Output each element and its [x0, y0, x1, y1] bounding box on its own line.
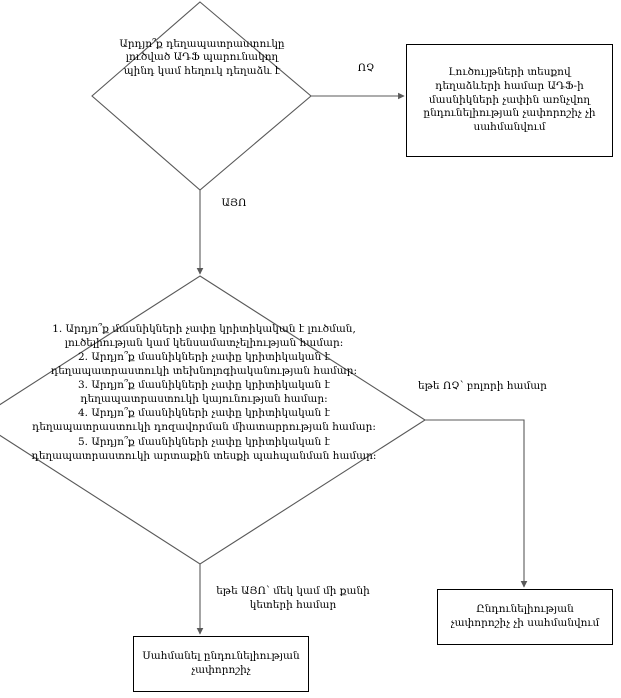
- edge-label-no: ՈՉ: [357, 62, 375, 74]
- decision-list-label: 1. Արդյո՞ք մասնիկների չափը կրիտիկական է …: [31, 323, 377, 462]
- edge-label-if-no-for-all: եթե ՈՉ՝ բոլորի համար: [418, 380, 547, 392]
- box-no-acceptance-criterion-solutions-label: Լուծույթների տեսքով դեղաձևերի համար ԱԴՖ-…: [423, 66, 596, 133]
- decision-top-label: Արդյո՞ք դեղապատրաստուկը լուծված ԱԴՖ պարո…: [119, 38, 285, 77]
- box-no-acceptance-criterion: Ընդունելիության չափորոշիչ չի սահմանվում: [437, 589, 613, 645]
- box-set-acceptance-criterion: Սահմանել ընդունելիության չափորոշիչ: [133, 636, 309, 692]
- edge-label-yes: ԱՅՈ: [221, 197, 247, 209]
- edge-label-if-yes-for-some: եթե ԱՅՈ՝ մեկ կամ մի քանի կետերի համար: [216, 585, 370, 611]
- decision-top-shape: [91, 1, 312, 191]
- edge-list-no-all: [425, 419, 528, 588]
- box-no-acceptance-criterion-label: Ընդունելիության չափորոշիչ չի սահմանվում: [450, 603, 600, 629]
- box-set-acceptance-criterion-label: Սահմանել ընդունելիության չափորոշիչ: [142, 650, 300, 676]
- box-no-acceptance-criterion-solutions: Լուծույթների տեսքով դեղաձևերի համար ԱԴՖ-…: [406, 44, 613, 157]
